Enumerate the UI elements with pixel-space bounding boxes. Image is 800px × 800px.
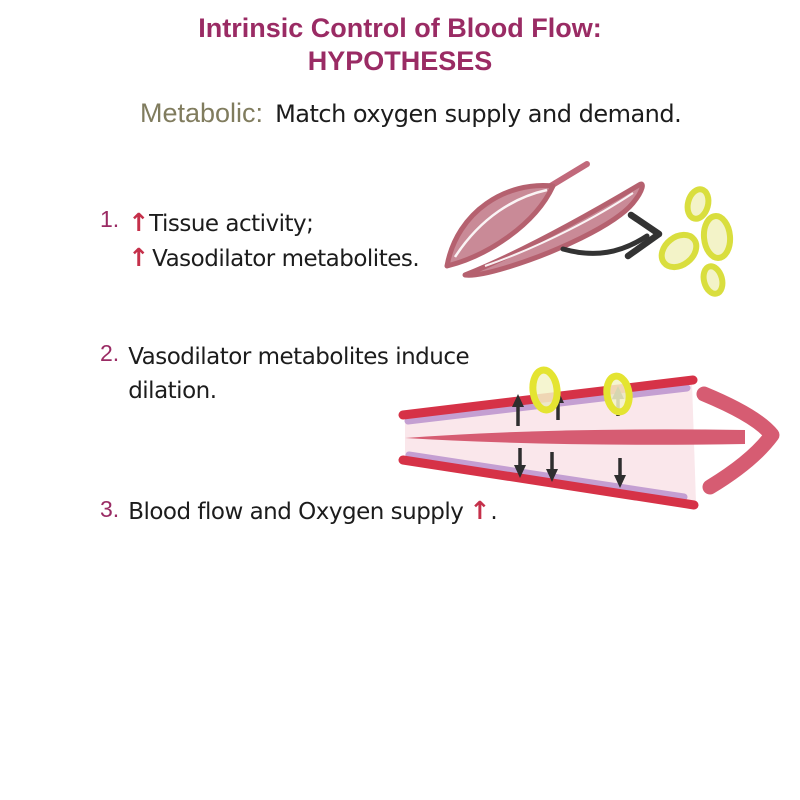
metabolite-icon (658, 186, 734, 297)
step-1-line-1-text: Tissue activity; (149, 211, 314, 237)
step-2-lines: Vasodilator metabolites induce dilation. (128, 340, 469, 408)
step-3-number: 3. (100, 496, 120, 522)
vessel-illustration (398, 366, 780, 510)
up-arrow-icon: ↑ (469, 496, 491, 525)
release-arrow-icon (560, 211, 663, 260)
up-arrow-icon: ↑ (128, 208, 150, 237)
muscle-illustration (444, 161, 734, 297)
step-3-line: Blood flow and Oxygen supply ↑ . (128, 496, 497, 527)
subtitle-label: Metabolic: (140, 98, 264, 128)
page-title: Intrinsic Control of Blood Flow: HYPOTHE… (0, 12, 800, 78)
step-2-line-2: dilation. (128, 378, 217, 404)
muscle-fiber-large (444, 182, 556, 269)
page-title-line1: Intrinsic Control of Blood Flow: (198, 13, 602, 43)
subtitle: Metabolic: Match oxygen supply and deman… (140, 98, 682, 129)
flow-arrow-icon (405, 386, 780, 495)
step-3: 3. Blood flow and Oxygen supply ↑ . (100, 496, 498, 527)
step-1-line-2: ↑Vasodilator metabolites. (128, 241, 419, 276)
vessel-wall-bottom (398, 451, 699, 510)
step-1: 1. ↑Tissue activity; ↑Vasodilator metabo… (100, 206, 420, 276)
muscle-tendon (546, 161, 590, 190)
step-3-period: . (490, 499, 498, 525)
step-1-line-2-text: Vasodilator metabolites. (152, 246, 420, 272)
up-arrow-icon: ↑ (128, 243, 150, 272)
page-title-line2: HYPOTHESES (307, 46, 493, 76)
step-2-number: 2. (100, 340, 120, 366)
metabolite-icon (529, 366, 633, 416)
step-2-line-1: Vasodilator metabolites induce (128, 344, 470, 370)
step-1-number: 1. (100, 206, 120, 232)
step-2: 2. Vasodilator metabolites induce dilati… (100, 340, 470, 408)
subtitle-text: Match oxygen supply and demand. (275, 100, 682, 128)
dilation-arrow-down-icon (514, 448, 626, 488)
step-3-text: Blood flow and Oxygen supply (128, 499, 464, 525)
step-1-lines: ↑Tissue activity; ↑Vasodilator metabolit… (128, 206, 419, 276)
muscle-fiber-thin (462, 181, 645, 278)
step-1-line-1: ↑Tissue activity; (128, 206, 419, 241)
